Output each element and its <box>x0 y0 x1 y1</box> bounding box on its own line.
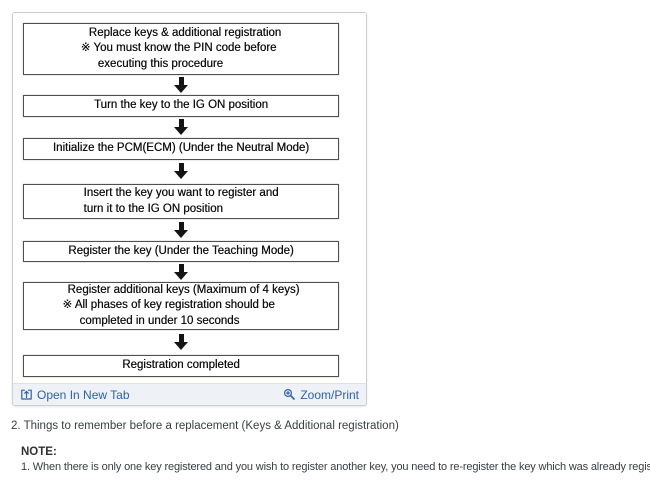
flow-step-line: Replace keys & additional registration <box>88 26 282 39</box>
note-heading: NOTE: <box>21 446 57 458</box>
flow-step-line: Turn the key to the IG ON position <box>93 99 269 112</box>
flow-step-text: Replace keys & additional registration ※… <box>81 26 281 73</box>
flow-step-line: ※ All phases of key registration should … <box>62 299 275 312</box>
zoom-print-link[interactable]: Zoom/Print <box>283 388 359 402</box>
flow-step-1: Replace keys & additional registration ※… <box>23 23 339 75</box>
note-item: 1. When there is only one key registered… <box>21 461 650 473</box>
flow-step-6: Register additional keys (Maximum of 4 k… <box>23 282 339 330</box>
flow-step-2: Turn the key to the IG ON position <box>23 95 339 117</box>
flow-step-line: ※ You must know the PIN code before <box>80 42 277 55</box>
down-arrow-icon <box>23 163 339 179</box>
flow-step-line: Registration completed <box>122 359 240 372</box>
flow-step-line: turn it to the IG ON position <box>83 202 223 215</box>
open-in-new-tab-link[interactable]: Open In New Tab <box>20 388 130 402</box>
down-arrow-icon <box>23 222 339 238</box>
viewer-toolbar: Open In New Tab Zoom/Print <box>13 383 366 405</box>
flow-step-text: Insert the key you want to register and … <box>84 186 279 217</box>
down-arrow-icon <box>23 334 339 350</box>
flowchart-image: Replace keys & additional registration ※… <box>13 13 366 383</box>
flow-step-line: Initialize the PCM(ECM) (Under the Neutr… <box>52 142 310 155</box>
down-arrow-icon <box>23 264 339 280</box>
flow-step-4: Insert the key you want to register and … <box>23 184 339 219</box>
flow-step-line: Register additional keys (Maximum of 4 k… <box>67 283 300 296</box>
flow-step-5: Register the key (Under the Teaching Mod… <box>23 241 339 262</box>
zoom-in-magnifier-icon <box>283 388 296 401</box>
flow-step-line: Register the key (Under the Teaching Mod… <box>68 244 294 257</box>
flow-step-line: completed in under 10 seconds <box>79 314 240 327</box>
flow-step-line: executing this procedure <box>97 57 224 70</box>
flow-step-7: Registration completed <box>23 355 339 377</box>
open-in-new-tab-label: Open In New Tab <box>37 387 130 402</box>
image-viewer-panel: Replace keys & additional registration ※… <box>12 12 367 406</box>
down-arrow-icon <box>23 119 339 135</box>
open-in-new-tab-icon <box>20 388 33 401</box>
flow-step-text: Register additional keys (Maximum of 4 k… <box>63 283 300 330</box>
section-heading: 2. Things to remember before a replaceme… <box>11 420 399 432</box>
zoom-print-label: Zoom/Print <box>300 387 359 402</box>
flow-step-3: Initialize the PCM(ECM) (Under the Neutr… <box>23 138 339 160</box>
down-arrow-icon <box>23 77 339 93</box>
flow-step-line: Insert the key you want to register and <box>83 187 279 199</box>
